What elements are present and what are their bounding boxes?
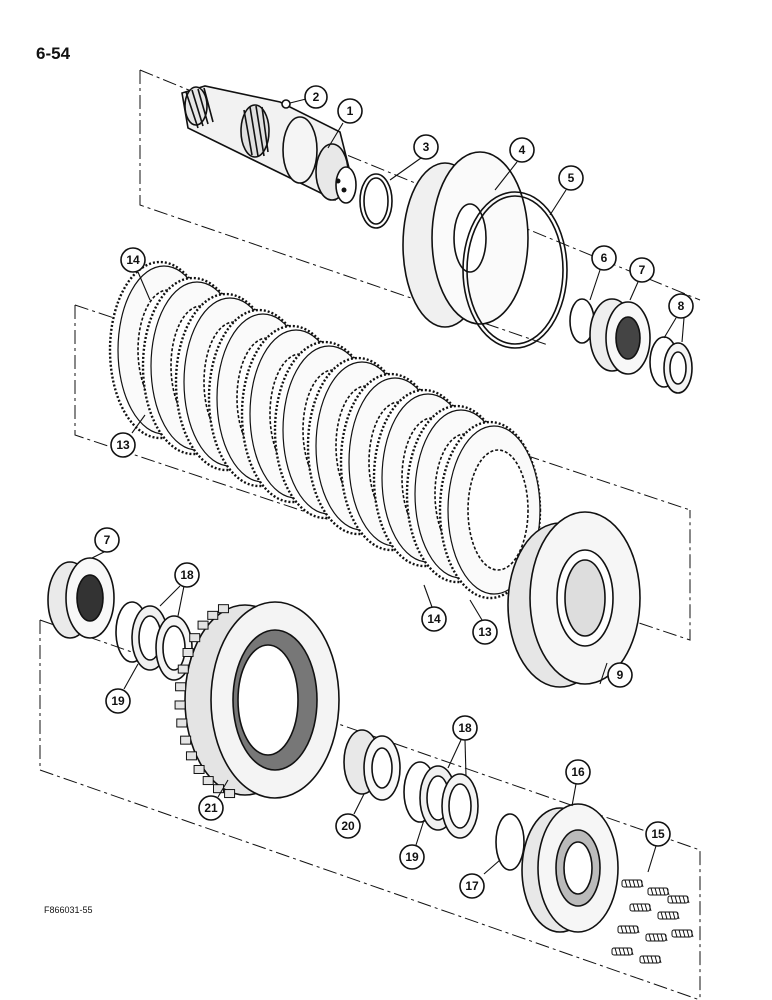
- callout-3: 3: [413, 134, 439, 160]
- spring: [645, 933, 668, 942]
- gear-tooth: [174, 700, 186, 710]
- callout-7-lower: 7: [94, 527, 120, 553]
- svg-text:7: 7: [639, 263, 646, 277]
- callout-7-upper: 7: [629, 257, 655, 283]
- svg-text:20: 20: [341, 819, 355, 833]
- springs: [611, 879, 694, 964]
- gear-tooth: [180, 735, 192, 745]
- spring: [629, 903, 652, 912]
- spring: [647, 887, 670, 896]
- gear-tooth: [176, 718, 188, 728]
- svg-text:21: 21: [204, 801, 218, 815]
- seal-ring: [462, 191, 568, 349]
- washers-8: [649, 336, 693, 394]
- spring: [657, 911, 680, 920]
- piston: [402, 151, 529, 328]
- figure-code: F866031-55: [44, 905, 93, 915]
- gear-tooth: [197, 620, 209, 630]
- gear-tooth: [182, 648, 194, 657]
- svg-text:8: 8: [678, 299, 685, 313]
- gear-tooth: [177, 664, 189, 674]
- svg-text:13: 13: [116, 438, 130, 452]
- spring-hub: [521, 803, 619, 933]
- svg-text:14: 14: [427, 612, 441, 626]
- needle-bearing: [343, 729, 401, 801]
- callout-18-right: 18: [452, 715, 478, 741]
- callout-14-lower: 14: [421, 606, 447, 632]
- snap-ring-17: [495, 813, 525, 871]
- svg-text:14: 14: [126, 253, 140, 267]
- callout-9: 9: [607, 662, 633, 688]
- clutch-drum: [507, 511, 641, 688]
- callout-4: 4: [509, 137, 535, 163]
- callout-19-right: 19: [399, 844, 425, 870]
- gear-tooth: [175, 682, 187, 692]
- svg-text:7: 7: [104, 533, 111, 547]
- svg-text:5: 5: [568, 171, 575, 185]
- callout-6: 6: [591, 245, 617, 271]
- svg-text:19: 19: [405, 850, 419, 864]
- gear-tooth: [185, 751, 197, 761]
- svg-text:4: 4: [519, 143, 526, 157]
- svg-text:18: 18: [180, 568, 194, 582]
- callout-16: 16: [565, 759, 591, 785]
- callout-13-lower: 13: [472, 619, 498, 645]
- bearing-upper: [589, 298, 651, 375]
- svg-text:9: 9: [617, 668, 624, 682]
- svg-text:2: 2: [313, 90, 320, 104]
- gear-tooth: [202, 776, 214, 786]
- callout-14-upper: 14: [120, 247, 146, 273]
- spring: [611, 947, 634, 956]
- gear-tooth: [207, 610, 219, 620]
- spring: [639, 955, 662, 964]
- svg-text:18: 18: [458, 721, 472, 735]
- callout-1: 1: [337, 98, 363, 124]
- gear-tooth: [189, 633, 201, 643]
- callout-8: 8: [668, 293, 694, 319]
- callout-20: 20: [335, 813, 361, 839]
- svg-text:15: 15: [651, 827, 665, 841]
- svg-text:17: 17: [465, 879, 479, 893]
- shaft: [181, 85, 357, 204]
- svg-text:1: 1: [347, 104, 354, 118]
- callout-19-left: 19: [105, 688, 131, 714]
- svg-text:3: 3: [423, 140, 430, 154]
- callout-5: 5: [558, 165, 584, 191]
- callout-2: 2: [304, 85, 328, 109]
- spring: [621, 879, 644, 888]
- callout-17: 17: [459, 873, 485, 899]
- leader-lines: [91, 98, 685, 875]
- bearing-lower: [47, 557, 115, 639]
- clutch-plate-pack: [108, 260, 542, 600]
- spring: [671, 929, 694, 938]
- svg-text:6: 6: [601, 251, 608, 265]
- svg-text:19: 19: [111, 694, 125, 708]
- spring: [667, 895, 690, 904]
- gear-tooth: [224, 789, 236, 799]
- svg-text:16: 16: [571, 765, 585, 779]
- page-number: 6-54: [36, 44, 71, 63]
- callout-21: 21: [198, 795, 224, 821]
- gear-tooth: [212, 784, 224, 794]
- thrust-bearing-right: [403, 761, 479, 839]
- svg-text:13: 13: [478, 625, 492, 639]
- gear-tooth: [193, 764, 205, 774]
- spring: [617, 925, 640, 934]
- clutch-plate: [438, 420, 542, 600]
- ring-gear: [174, 601, 340, 799]
- callout-13-upper: 13: [110, 432, 136, 458]
- callout-15: 15: [645, 821, 671, 847]
- gear-tooth: [217, 604, 229, 614]
- callout-18-left: 18: [174, 562, 200, 588]
- snap-ring-3: [359, 173, 393, 229]
